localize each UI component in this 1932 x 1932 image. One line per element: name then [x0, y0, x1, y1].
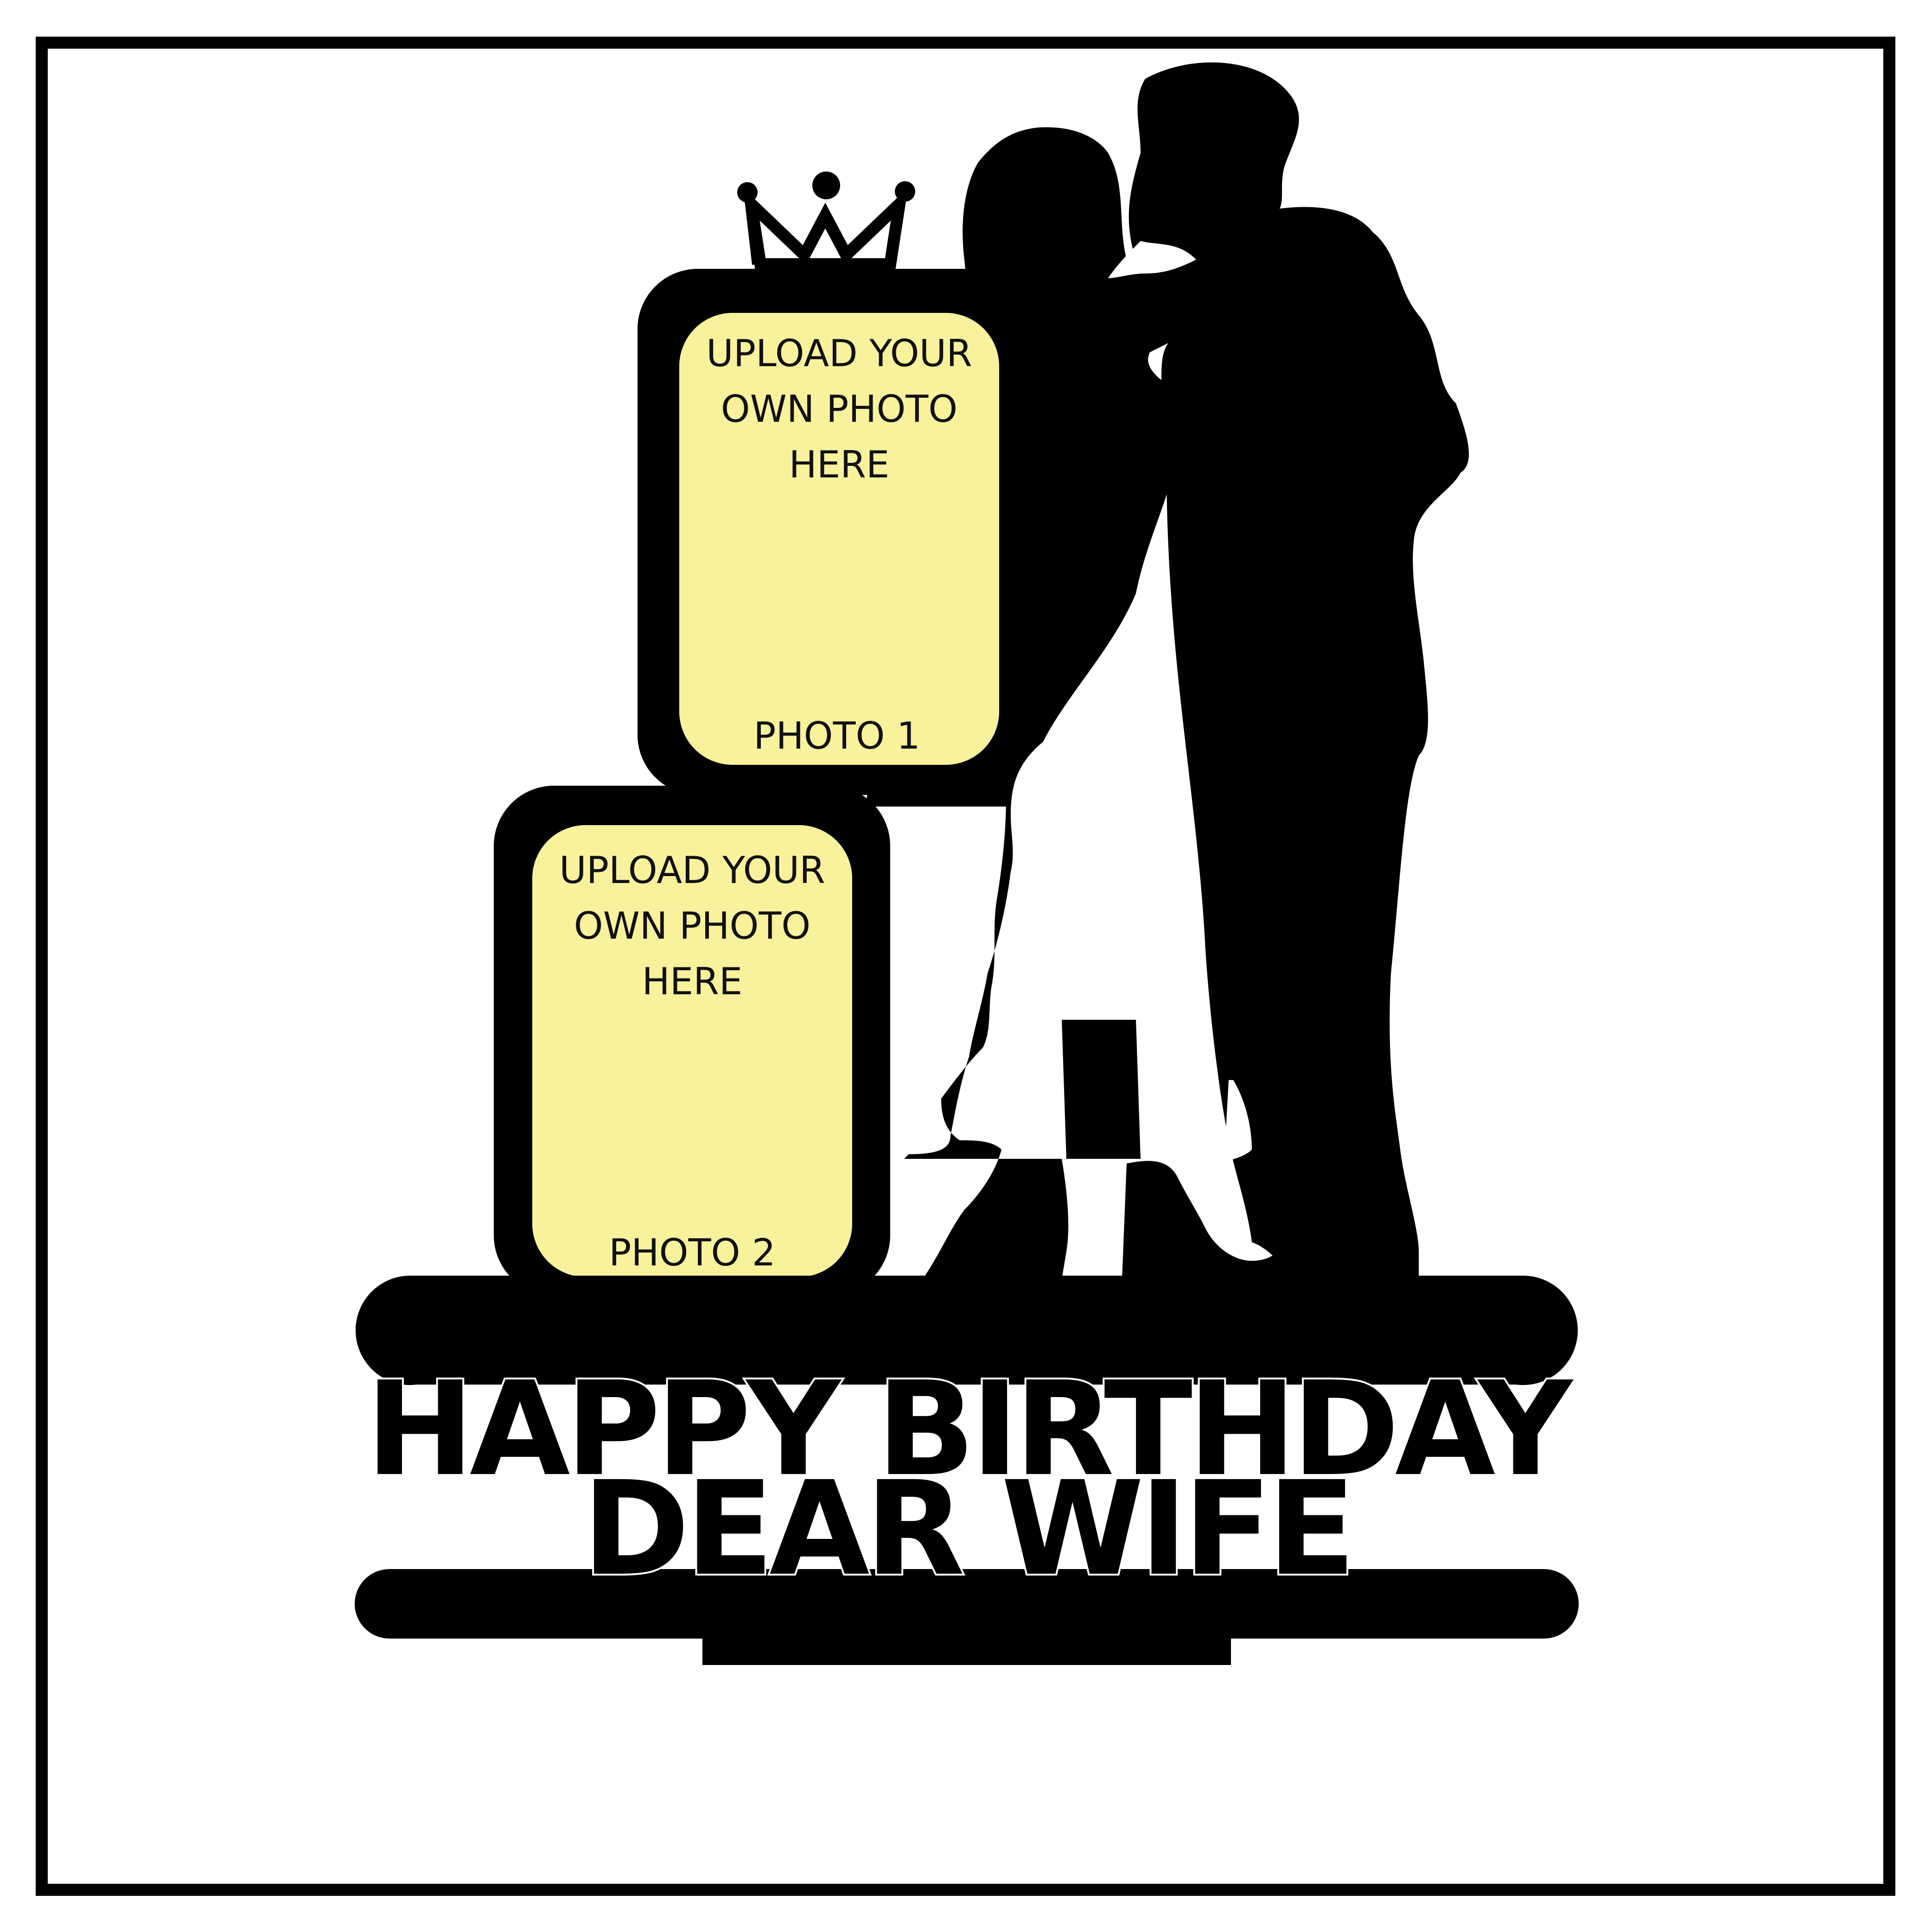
man-silhouette	[1129, 62, 1469, 1279]
crown-outline	[742, 187, 908, 270]
feet-silhouette	[1122, 1161, 1294, 1279]
crown-jewel-left	[737, 182, 758, 203]
photo-1-upload-line-2: OWN PHOTO	[721, 388, 958, 431]
leg-silhouette	[1062, 1020, 1141, 1159]
banner-bar-top	[356, 1276, 1578, 1385]
cutout-arm	[1148, 343, 1168, 380]
couple-silhouette	[904, 62, 1469, 1280]
photo-2-upload-line-1: UPLOAD YOUR	[559, 849, 825, 892]
photo-frame-2: UPLOAD YOUR OWN PHOTO HERE PHOTO 2	[494, 786, 890, 1296]
photo-frame-2-slot[interactable]	[532, 825, 852, 1277]
base-stand	[702, 1636, 1231, 1665]
photo-frame-1-slot[interactable]	[679, 313, 999, 765]
photo-frame-1: UPLOAD YOUR OWN PHOTO HERE PHOTO 1	[638, 269, 1022, 795]
photo-2-label: PHOTO 2	[609, 1231, 776, 1274]
banner-bar-bottom	[355, 1569, 1579, 1665]
cutout-legs	[1224, 1080, 1252, 1163]
crown-icon	[742, 187, 908, 270]
photo-2-upload-line-3: HERE	[642, 960, 743, 1003]
banner-line-2: DEAR WIFE	[582, 1454, 1351, 1605]
outer-border	[36, 37, 1895, 1896]
woman-silhouette	[904, 127, 1190, 1280]
cutout-face	[1108, 241, 1196, 278]
photo-1-upload-line-3: HERE	[789, 443, 890, 486]
banner-line-1: HAPPY BIRTHDAY	[366, 1354, 1574, 1505]
photo-1-upload-line-1: UPLOAD YOUR	[706, 332, 972, 375]
photo-1-label: PHOTO 1	[753, 714, 920, 757]
crown-jewels	[737, 172, 915, 203]
frame-connector	[867, 788, 1006, 807]
photo-2-upload-line-2: OWN PHOTO	[574, 904, 811, 947]
crown-jewel-right	[895, 181, 915, 202]
silhouette-cutouts	[1108, 241, 1252, 1163]
crown-jewel-center	[812, 172, 840, 199]
